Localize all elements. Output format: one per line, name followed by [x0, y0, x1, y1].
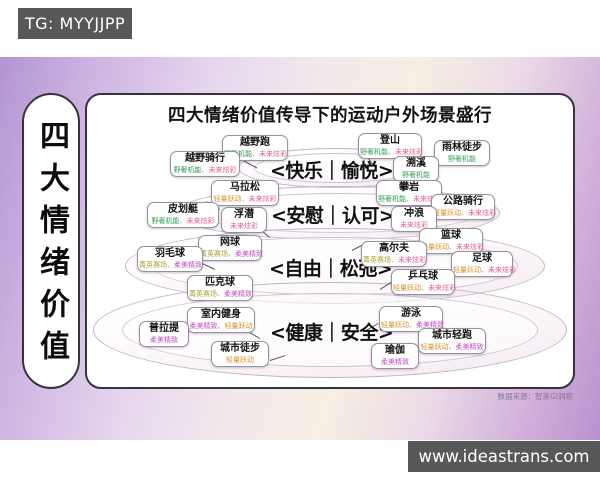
sport-card: 公路骑行 轻量跃动、未来炫彩 [431, 194, 496, 220]
sport-card-tags: 柔美精致 [150, 335, 178, 344]
level-label-health: <健康｜安全> [270, 322, 394, 344]
sport-card-title: 游泳 [401, 308, 421, 319]
sport-card-title: 乒乓球 [408, 271, 438, 282]
sport-card-title: 溯溪 [406, 158, 426, 169]
sport-card: 足球 轻量跃动、未来炫彩 [451, 251, 516, 277]
sport-card-title: 普拉提 [149, 323, 179, 334]
sport-card-title: 城市轻跑 [432, 330, 472, 341]
sport-card-tags: 轻量跃动 [226, 355, 254, 364]
sport-card-title: 公路骑行 [443, 196, 483, 207]
sport-card-title: 羽毛球 [155, 248, 185, 259]
sport-card: 城市徒步 轻量跃动 [211, 341, 269, 367]
sport-card-title: 皮划艇 [168, 204, 198, 215]
sport-card-tags: 柔美精致、轻量跃动 [189, 321, 253, 330]
sport-card-tags: 野奢机能、未来炫彩 [151, 216, 215, 225]
sport-card-title: 登山 [380, 135, 400, 146]
sport-card-tags: 轻量跃动、柔美精致 [420, 342, 484, 351]
sport-card-tags: 柔美精致 [381, 357, 409, 366]
sport-card-title: 攀岩 [399, 182, 419, 193]
sport-card-title: 城市徒步 [220, 343, 260, 354]
sport-card: 网球 菁英赛场、柔美精致 [198, 235, 263, 261]
sport-card-title: 匹克球 [205, 277, 235, 288]
tg-badge: TG: MYYJJPP [18, 8, 132, 39]
sport-card-title: 瑜伽 [385, 345, 405, 356]
sport-card: 室内健身 柔美精致、轻量跃动 [187, 307, 255, 333]
sport-card-tags: 未来炫彩 [400, 220, 428, 229]
sport-card-tags: 菁英赛场、未来炫彩 [363, 255, 426, 264]
sport-card: 匹克球 菁英赛场、柔美精致 [187, 275, 253, 301]
sport-card: 登山 野奢机能、未来炫彩 [358, 133, 423, 159]
sport-card-tags: 轻量跃动、未来炫彩 [421, 242, 484, 251]
sport-card-tags: 菁英赛场、柔美精致 [200, 249, 263, 258]
sport-card: 冲浪 未来炫彩 [391, 206, 437, 232]
sport-card-tags: 未来炫彩 [230, 221, 258, 230]
sport-card-title: 雨林徒步 [442, 142, 482, 153]
level-label-comfort: <安慰｜认可> [271, 205, 395, 227]
sport-card-tags: 菁英赛场、柔美精致 [139, 260, 202, 269]
sidebar-title: 四大情绪价值 [34, 120, 69, 372]
sport-card-tags: 野奢机能、未来炫彩 [173, 165, 237, 174]
data-source-note: 数据来源：智篆GI洞察 [497, 392, 573, 401]
sport-card-tags: 菁英赛场、柔美精致 [189, 289, 252, 298]
website-badge: www.ideastrans.com [408, 441, 600, 472]
sport-card-title: 室内健身 [201, 309, 241, 320]
sport-card: 高尔夫 菁英赛场、未来炫彩 [361, 241, 427, 267]
sport-card-title: 越野骑行 [185, 153, 225, 164]
sport-card-tags: 轻量跃动、未来炫彩 [393, 283, 456, 292]
sport-card-title: 马拉松 [230, 182, 260, 193]
diagram-title: 四大情绪价值传导下的运动户外场景盛行 [168, 106, 492, 126]
sport-card-tags: 野奢机能 [402, 170, 430, 179]
sport-card: 城市轻跑 轻量跃动、柔美精致 [418, 328, 486, 354]
sport-card-title: 冲浪 [404, 208, 424, 219]
sport-card-tags: 轻量跃动、未来炫彩 [453, 265, 516, 274]
sport-card: 普拉提 柔美精致 [139, 321, 189, 347]
sport-card: 乒乓球 轻量跃动、未来炫彩 [391, 269, 456, 295]
level-label-happy: <快乐｜愉悦> [270, 160, 394, 182]
sport-card: 溯溪 野奢机能 [393, 156, 439, 182]
sport-card: 马拉松 轻量跃动、未来炫彩 [211, 180, 279, 206]
sidebar-panel: 四大情绪价值 [22, 93, 80, 389]
sport-card-title: 足球 [472, 253, 492, 264]
sport-card: 瑜伽 柔美精致 [371, 343, 419, 369]
sport-card: 浮潜 未来炫彩 [221, 207, 267, 233]
sport-card-tags: 野奢机能、未来炫彩 [378, 194, 441, 203]
sport-card-title: 篮球 [441, 230, 461, 241]
sport-card-title: 越野跑 [240, 137, 270, 148]
sport-card: 羽毛球 菁英赛场、柔美精致 [137, 246, 203, 272]
sport-card: 越野骑行 野奢机能、未来炫彩 [170, 151, 240, 177]
sport-card: 雨林徒步 野奢机能 [434, 140, 490, 166]
sport-card-tags: 野奢机能、未来炫彩 [360, 147, 423, 156]
sport-card: 篮球 轻量跃动、未来炫彩 [419, 228, 484, 254]
sport-card-tags: 野奢机能 [448, 154, 476, 163]
sport-card-title: 高尔夫 [379, 243, 409, 254]
sport-card: 皮划艇 野奢机能、未来炫彩 [147, 202, 219, 228]
sport-card: 游泳 轻量跃动、柔美精致 [379, 306, 444, 332]
sport-card-tags: 轻量跃动、未来炫彩 [213, 194, 277, 203]
sport-card-tags: 轻量跃动、未来炫彩 [433, 208, 496, 217]
sport-card-title: 网球 [220, 237, 240, 248]
sport-card-tags: 轻量跃动、柔美精致 [381, 320, 444, 329]
sport-card-title: 浮潜 [234, 209, 254, 220]
